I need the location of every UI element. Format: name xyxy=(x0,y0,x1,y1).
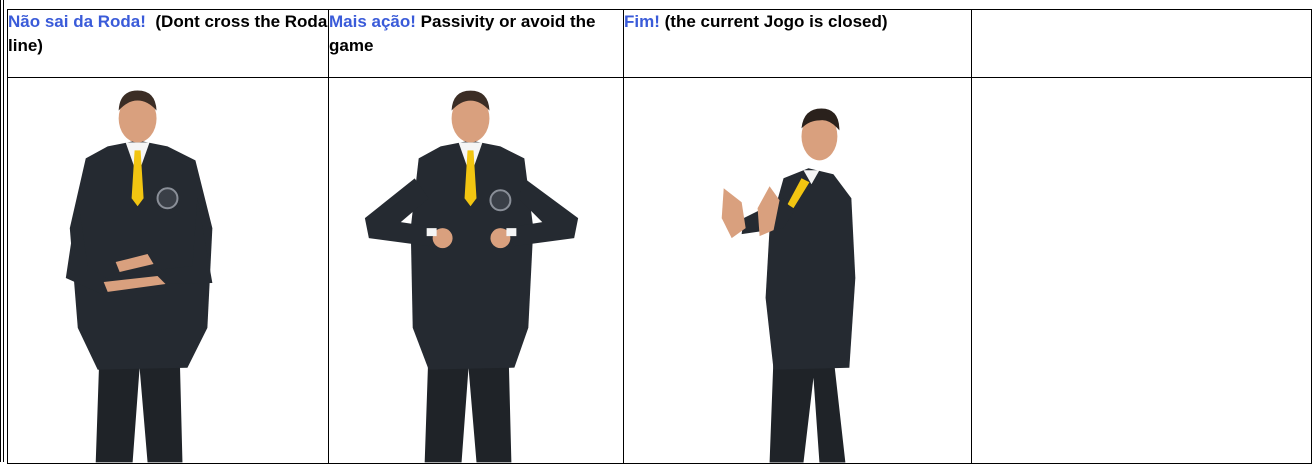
gesture-term-1: Não sai da Roda! xyxy=(8,12,146,31)
gesture-header-1: Não sai da Roda! (Dont cross the Roda li… xyxy=(7,9,329,78)
gesture-description-3: (the current Jogo is closed) xyxy=(664,12,888,31)
referee-clapping-icon xyxy=(721,108,856,463)
gesture-description-2: Passivity or avoid the game xyxy=(329,12,596,55)
gesture-image-cell-1 xyxy=(7,77,329,464)
empty-header-cell xyxy=(971,9,1312,78)
referee-fists-together-icon xyxy=(364,90,579,463)
gesture-header-3: Fim! (the current Jogo is closed) xyxy=(623,9,972,78)
gesture-term-3: Fim! xyxy=(624,12,660,31)
gesture-image-cell-3 xyxy=(623,77,972,464)
image-row xyxy=(7,77,1312,464)
gesture-term-2: Mais ação! xyxy=(329,12,416,31)
empty-image-cell xyxy=(971,77,1312,464)
gesture-image-cell-2 xyxy=(328,77,624,464)
header-row: Não sai da Roda! (Dont cross the Roda li… xyxy=(7,9,1312,78)
referee-hands-horizontal-icon xyxy=(65,90,213,463)
gesture-description-1: (Dont cross the Roda line) xyxy=(8,12,328,55)
referee-gestures-table: Não sai da Roda! (Dont cross the Roda li… xyxy=(7,9,1312,464)
gesture-header-2: Mais ação! Passivity or avoid the game xyxy=(328,9,624,78)
table-left-double-border xyxy=(0,0,4,462)
